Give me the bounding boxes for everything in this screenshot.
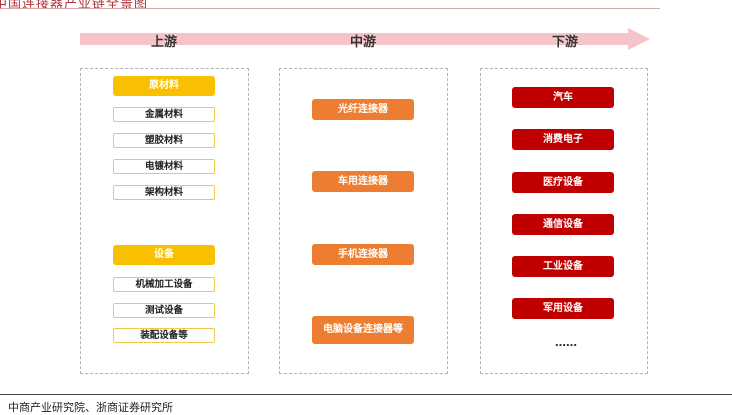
stage-upstream-label: 上游: [150, 35, 177, 50]
downstream-item: 军用设备: [512, 298, 614, 319]
upstream-panel: [80, 68, 249, 374]
diagram-title: 中国连接器产业链全景图: [0, 0, 149, 12]
midstream-item: 光纤连接器: [312, 99, 414, 120]
downstream-item: 汽车: [512, 87, 614, 108]
equipment-item: 机械加工设备: [113, 277, 215, 292]
midstream-item: 手机连接器: [312, 244, 414, 265]
downstream-item: 消费电子: [512, 129, 614, 150]
footer-divider: [0, 394, 732, 395]
downstream-more-ellipsis: ……: [555, 336, 577, 349]
title-divider: [0, 8, 660, 9]
material-item: 电镀材料: [113, 159, 215, 174]
material-item: 架构材料: [113, 185, 215, 200]
material-item: 金属材料: [113, 107, 215, 122]
flow-arrow-bar: [80, 33, 630, 45]
equipment-item: 测试设备: [113, 303, 215, 318]
stage-midstream-label: 中游: [349, 35, 376, 50]
flow-arrow-head: [628, 28, 650, 50]
stage-downstream-label: 下游: [551, 35, 578, 50]
downstream-item: 医疗设备: [512, 172, 614, 193]
midstream-panel: [279, 68, 448, 374]
materials-head-box: 原材料: [113, 76, 215, 96]
downstream-item: 通信设备: [512, 214, 614, 235]
downstream-item: 工业设备: [512, 256, 614, 277]
material-item: 塑胶材料: [113, 133, 215, 148]
source-note: 中商产业研究院、浙商证券研究所: [8, 401, 173, 414]
equipment-head-box: 设备: [113, 245, 215, 265]
equipment-item: 装配设备等: [113, 328, 215, 343]
midstream-item: 电脑设备连接器等: [312, 316, 414, 344]
flow-arrow: [80, 28, 650, 50]
midstream-item: 车用连接器: [312, 171, 414, 192]
downstream-panel: [480, 68, 648, 374]
